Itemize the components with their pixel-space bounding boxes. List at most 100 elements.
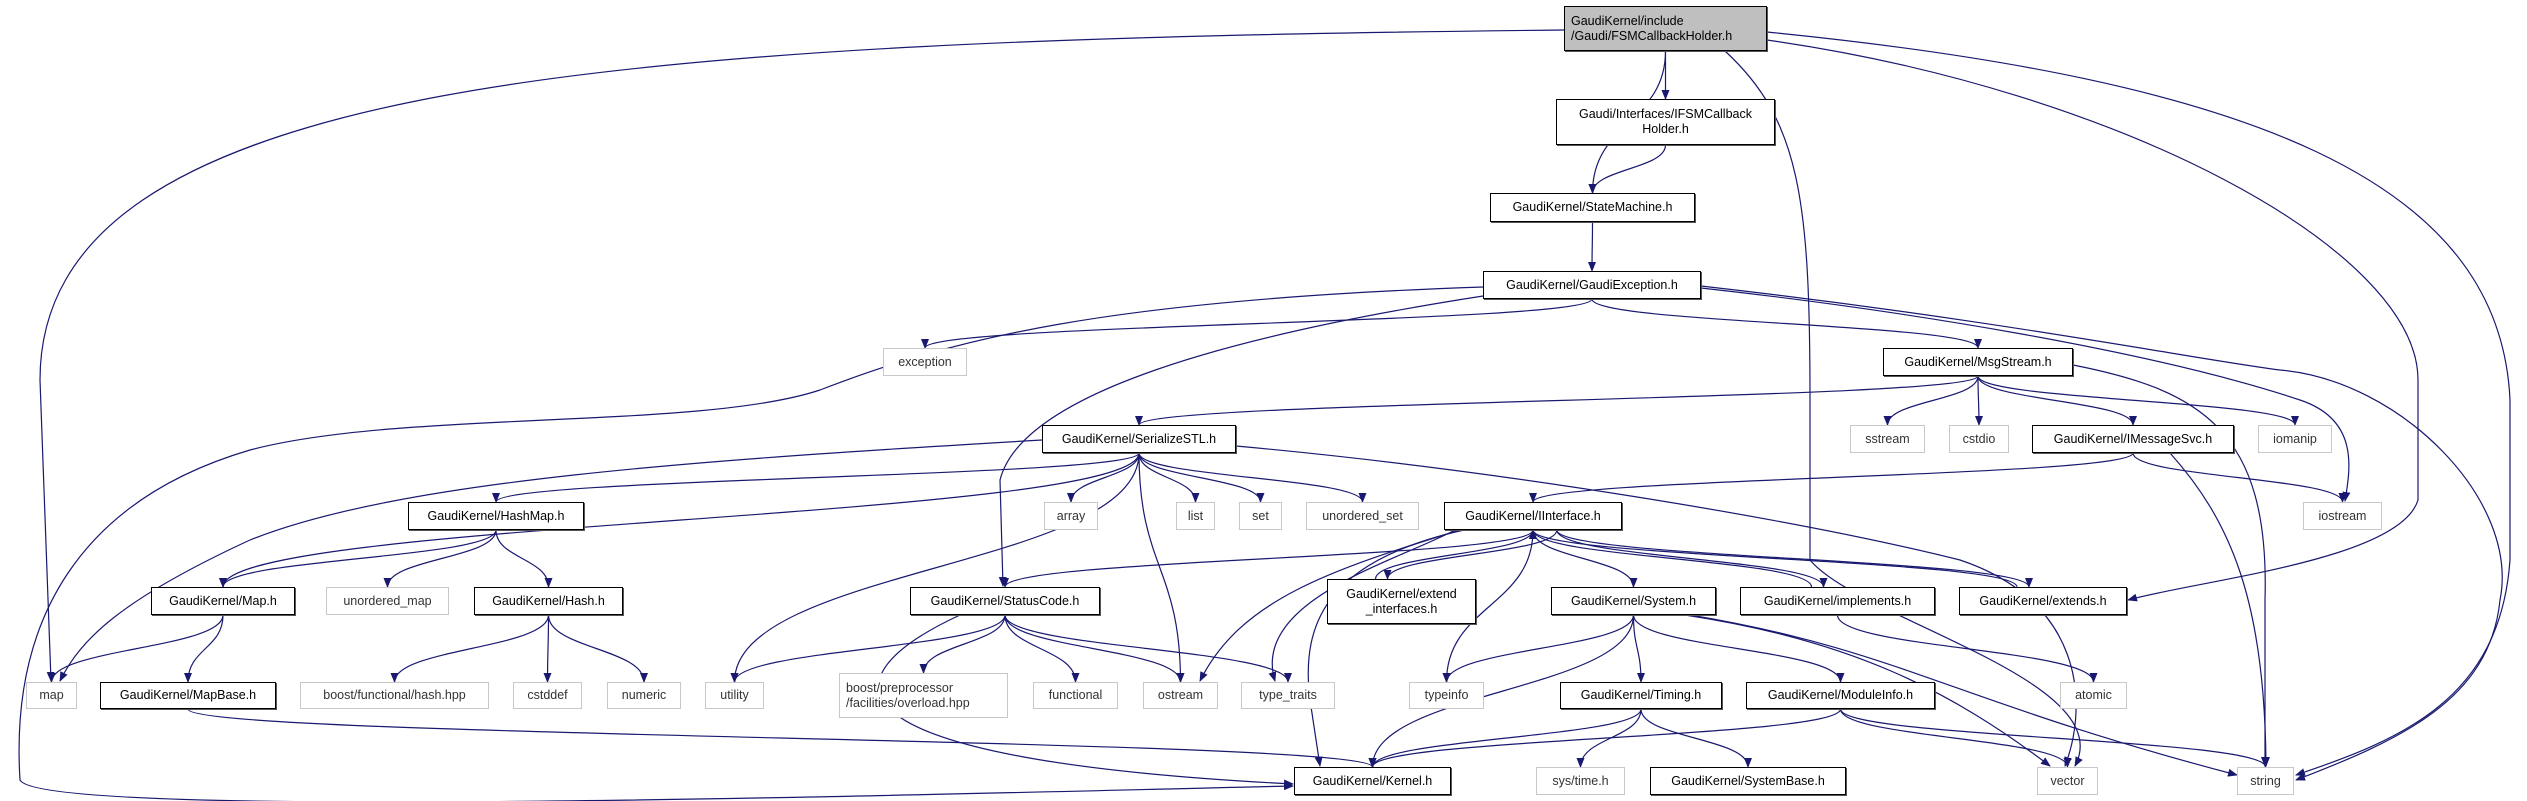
edge-mapbase-to-kernel: [187, 708, 1377, 768]
node-systembase[interactable]: GaudiKernel/SystemBase.h: [1650, 767, 1846, 795]
node-string[interactable]: string: [2237, 767, 2294, 795]
edge-serializestl-to-unordered_set: [1138, 452, 1367, 503]
edge-gaudiexception-to-kernel: [18, 286, 1484, 801]
node-boost-hash[interactable]: boost/functional/hash.hpp: [300, 682, 489, 709]
node-ostream[interactable]: ostream: [1143, 682, 1218, 709]
node-numeric[interactable]: numeric: [607, 682, 681, 709]
edge-maph-to-mapbase: [184, 614, 224, 683]
edge-statuscode-to-functional: [1004, 614, 1080, 683]
edge-root-to-extends: [1766, 39, 2419, 602]
node-array[interactable]: array: [1044, 502, 1098, 530]
node-vector[interactable]: vector: [2037, 767, 2098, 795]
edge-iinterface-to-kernel: [1307, 529, 1465, 767]
node-systime[interactable]: sys/time.h: [1536, 767, 1625, 795]
node-exception[interactable]: exception: [883, 348, 967, 376]
node-cstdio[interactable]: cstdio: [1949, 425, 2009, 453]
edge-hashmap-to-unordered_map: [383, 529, 497, 588]
edge-msgstream-to-serializestl: [1135, 375, 1979, 426]
edge-serializestl-to-array: [1067, 452, 1140, 503]
node-ifsm[interactable]: Gaudi/Interfaces/IFSMCallback Holder.h: [1556, 99, 1775, 145]
edge-imessagesvc-to-iinterface: [1529, 452, 2134, 503]
node-timing[interactable]: GaudiKernel/Timing.h: [1560, 682, 1722, 709]
node-iinterface[interactable]: GaudiKernel/IInterface.h: [1444, 502, 1622, 530]
edge-moduleinfo-to-kernel: [1368, 708, 1842, 768]
node-sstream[interactable]: sstream: [1850, 425, 1925, 453]
edge-timing-to-systembase: [1640, 708, 1752, 768]
edge-implements-to-atomic: [1836, 614, 2098, 683]
edge-msgstream-to-imessagesvc: [1977, 375, 2137, 426]
node-unordered-set[interactable]: unordered_set: [1306, 502, 1419, 530]
edge-gaudiexception-to-exception: [921, 298, 1593, 349]
node-mapbase[interactable]: GaudiKernel/MapBase.h: [100, 682, 276, 709]
node-iostream[interactable]: iostream: [2303, 502, 2382, 530]
edge-hashmap-to-maph: [219, 529, 497, 588]
edge-timing-to-kernel: [1368, 708, 1642, 768]
edge-implements-to-iinterface: [1529, 529, 1813, 588]
node-statuscode[interactable]: GaudiKernel/StatusCode.h: [910, 587, 1100, 615]
edge-statuscode-to-type_traits: [1004, 614, 1292, 683]
edge-hashmap-to-hashh: [495, 529, 553, 588]
edge-msgstream-to-sstream: [1883, 375, 1979, 426]
node-serializestl[interactable]: GaudiKernel/SerializeSTL.h: [1042, 425, 1236, 453]
edge-serializestl-to-map: [59, 439, 1043, 682]
edge-serializestl-to-utility: [730, 452, 1140, 683]
node-maph[interactable]: GaudiKernel/Map.h: [151, 587, 295, 615]
node-moduleinfo[interactable]: GaudiKernel/ModuleInfo.h: [1746, 682, 1935, 709]
edge-maph-to-map: [47, 614, 224, 683]
edge-extend_interfaces-to-iinterface: [1374, 529, 1537, 580]
node-imessagesvc[interactable]: GaudiKernel/IMessageSvc.h: [2032, 425, 2234, 453]
node-root[interactable]: GaudiKernel/include /Gaudi/FSMCallbackHo…: [1564, 6, 1767, 51]
node-extend-interfaces[interactable]: GaudiKernel/extend _interfaces.h: [1327, 579, 1476, 624]
edge-root-to-vector: [1724, 50, 2083, 767]
node-msgstream[interactable]: GaudiKernel/MsgStream.h: [1883, 348, 2073, 376]
edge-systemh-to-typeinfo: [1442, 614, 1635, 683]
node-hashh[interactable]: GaudiKernel/Hash.h: [474, 587, 623, 615]
edge-extends-to-iinterface: [1529, 529, 2018, 588]
edge-moduleinfo-to-string: [1839, 708, 2270, 768]
node-extends[interactable]: GaudiKernel/extends.h: [1959, 587, 2127, 615]
node-unordered-map[interactable]: unordered_map: [326, 587, 449, 615]
edge-moduleinfo-to-vector: [1839, 708, 2072, 768]
node-systemh[interactable]: GaudiKernel/System.h: [1551, 587, 1716, 615]
node-type-traits[interactable]: type_traits: [1241, 682, 1335, 709]
node-implements[interactable]: GaudiKernel/implements.h: [1740, 587, 1935, 615]
edge-msgstream-to-cstdio: [1974, 375, 1983, 426]
node-utility[interactable]: utility: [705, 682, 764, 709]
edge-serializestl-to-set: [1138, 452, 1265, 503]
edge-iinterface-to-extends: [1556, 529, 2033, 588]
node-cstddef[interactable]: cstddef: [513, 682, 582, 709]
edge-iinterface-to-typeinfo: [1442, 529, 1534, 683]
node-hashmap[interactable]: GaudiKernel/HashMap.h: [408, 502, 584, 530]
node-list[interactable]: list: [1176, 502, 1215, 530]
edge-systemh-to-moduleinfo: [1632, 614, 1845, 683]
node-gaudiexception[interactable]: GaudiKernel/GaudiException.h: [1483, 271, 1701, 299]
node-map[interactable]: map: [26, 682, 77, 709]
edge-serializestl-to-ostream: [1138, 452, 1185, 683]
edge-iinterface-to-statuscode: [1001, 529, 1534, 588]
node-kernel[interactable]: GaudiKernel/Kernel.h: [1294, 767, 1451, 795]
edge-serializestl-to-hashmap: [492, 452, 1140, 503]
edge-iinterface-to-implements: [1556, 529, 1828, 588]
edge-ifsm-to-statemachine: [1588, 144, 1667, 194]
edge-hashh-to-boost_hash: [390, 614, 550, 683]
edge-gaudiexception-to-iostream: [1700, 287, 2351, 502]
edge-systemh-to-timing: [1632, 614, 1645, 683]
node-functional[interactable]: functional: [1033, 682, 1118, 709]
node-boost-pp[interactable]: boost/preprocessor /facilities/overload.…: [839, 673, 1008, 718]
edge-systemh-to-kernel: [1368, 614, 1635, 768]
edge-statuscode-to-ostream: [1004, 614, 1185, 683]
node-typeinfo[interactable]: typeinfo: [1409, 682, 1484, 709]
node-statemachine[interactable]: GaudiKernel/StateMachine.h: [1490, 193, 1695, 222]
edge-hashh-to-numeric: [547, 614, 648, 683]
edge-serializestl-to-vector: [1235, 445, 2077, 767]
edge-root-to-string: [1766, 31, 2511, 776]
node-iomanip[interactable]: iomanip: [2258, 425, 2332, 453]
node-atomic[interactable]: atomic: [2060, 682, 2127, 709]
edge-serializestl-to-list: [1138, 452, 1200, 503]
node-set[interactable]: set: [1239, 502, 1282, 530]
edge-imessagesvc-to-string: [2169, 452, 2270, 767]
edge-msgstream-to-iomanip: [1977, 375, 2299, 426]
edge-serializestl-to-maph: [219, 452, 1140, 588]
